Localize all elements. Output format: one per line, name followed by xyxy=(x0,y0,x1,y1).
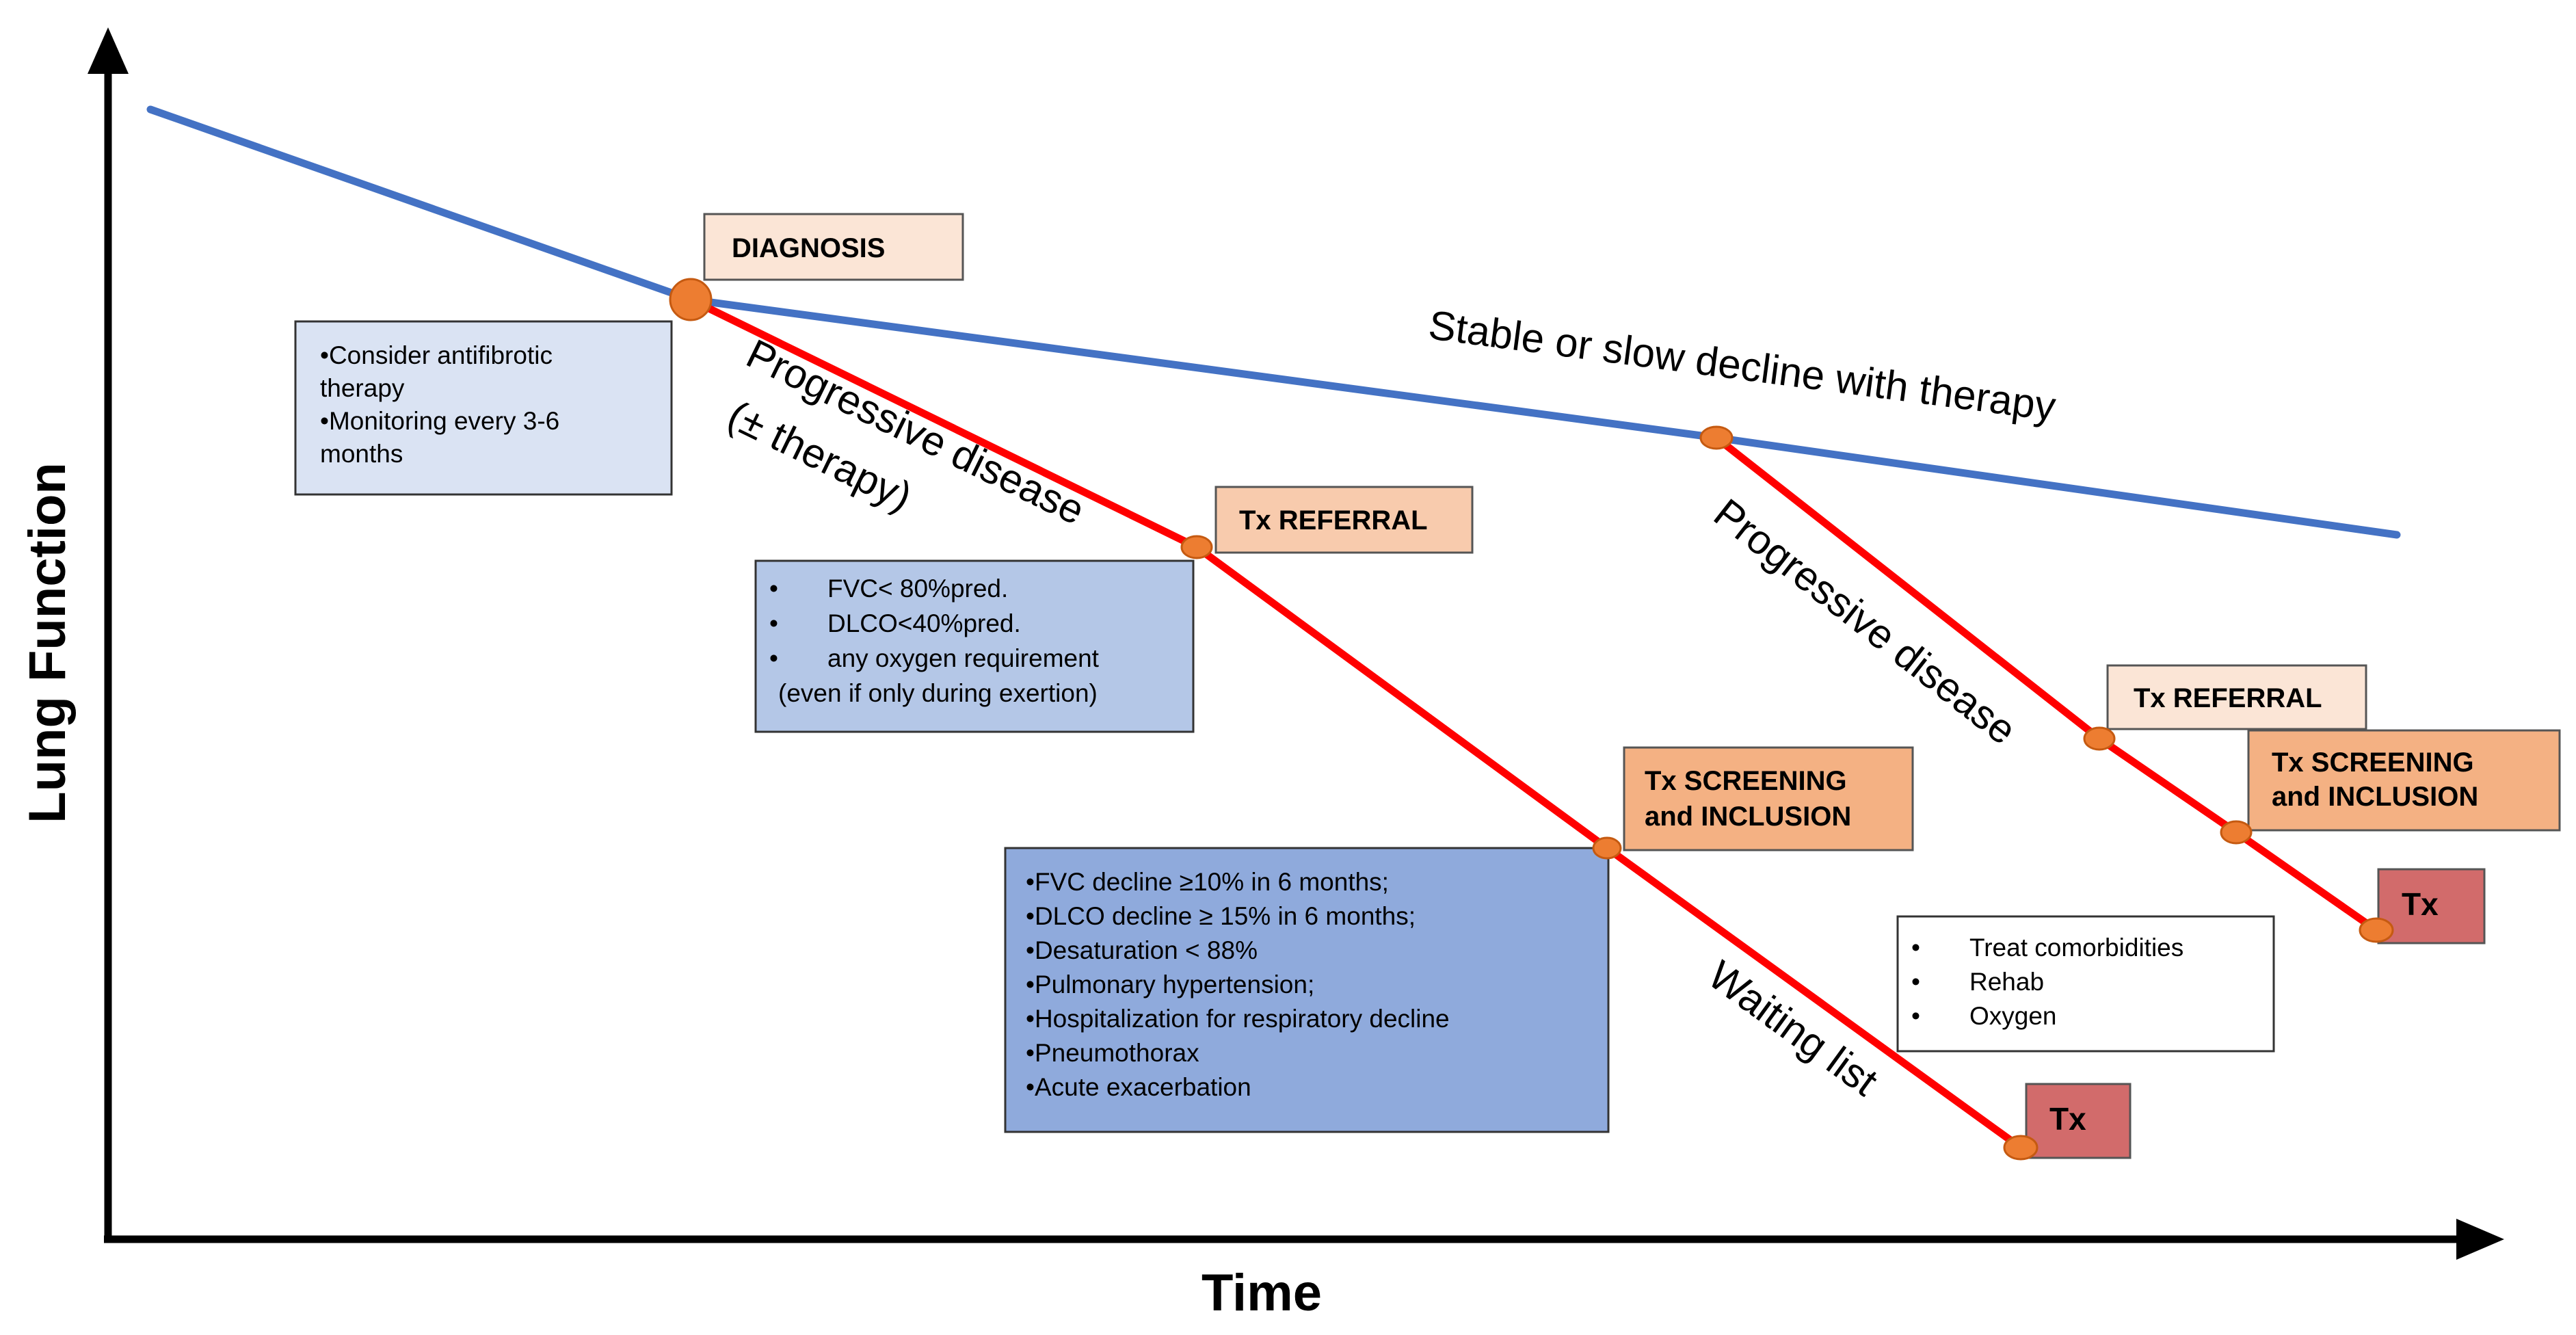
referral-criteria-line: FVC< 80%pred. xyxy=(827,574,1008,603)
y-axis-arrowhead xyxy=(88,27,129,74)
tx-box-1 xyxy=(2025,1083,2132,1159)
supportive-care-box xyxy=(1896,915,2275,1053)
referral-criteria-bullet: • xyxy=(769,609,778,637)
diagnosis-actions-box xyxy=(294,320,673,496)
axes: Lung Function Time xyxy=(18,27,2504,1322)
progression-onset-dot xyxy=(1699,425,1734,450)
note-boxes: •Consider antifibrotic therapy •Monitori… xyxy=(294,320,2275,1133)
second-progressive-disease-label: Progressive disease xyxy=(1705,490,2025,753)
tx-screening-box-1 xyxy=(1623,746,1914,851)
screening-criteria-line: •Pneumothorax xyxy=(1026,1039,1199,1067)
supportive-care-bullet: • xyxy=(1911,1002,1920,1030)
tx-screening-label-1-line2: and INCLUSION xyxy=(1645,802,1851,832)
referral-criteria-line: DLCO<40%pred. xyxy=(827,609,1021,637)
screening-criteria-line: •Pulmonary hypertension; xyxy=(1026,970,1314,999)
supportive-care-bullet: • xyxy=(1911,934,1920,962)
screening-criteria-line: •FVC decline ≥10% in 6 months; xyxy=(1026,868,1389,896)
second-progressive-disease-line xyxy=(1712,434,2380,934)
diagnosis-dot xyxy=(669,278,713,321)
tx-label-1: Tx xyxy=(2049,1101,2086,1137)
tx-screening-label-1-line1: Tx SCREENING xyxy=(1645,766,1847,796)
curves xyxy=(146,105,2401,1152)
screening-criteria-line: •Acute exacerbation xyxy=(1026,1073,1251,1101)
tx-screening-label-2-line2: and INCLUSION xyxy=(2272,782,2478,812)
tx-referral-label-2: Tx REFERRAL xyxy=(2134,683,2322,713)
supportive-care-line: Oxygen xyxy=(1969,1002,2057,1030)
tx-dot-2 xyxy=(2359,917,2394,943)
diagnosis-action-line: •Consider antifibrotic xyxy=(320,341,553,369)
x-axis-label: Time xyxy=(1201,1264,1322,1322)
referral-dot-1 xyxy=(1180,535,1213,559)
screening-dot-2 xyxy=(2220,820,2253,845)
referral-criteria-line: any oxygen requirement xyxy=(827,644,1100,672)
referral-criteria-bullet: • xyxy=(769,574,778,603)
screening-criteria-line: •Desaturation < 88% xyxy=(1026,936,1258,964)
referral-criteria-box xyxy=(754,559,1195,733)
supportive-care-line: Treat comorbidities xyxy=(1969,934,2183,962)
tx-dot-1 xyxy=(2003,1135,2039,1161)
referral-dot-2 xyxy=(2083,726,2116,751)
stable-decline-line xyxy=(146,105,2401,539)
screening-criteria-line: •DLCO decline ≥ 15% in 6 months; xyxy=(1026,902,1416,930)
diagnosis-action-line: therapy xyxy=(320,374,405,402)
supportive-care-bullet: • xyxy=(1911,968,1920,996)
tx-referral-box-2 xyxy=(2106,664,2367,730)
tx-screening-label-2-line1: Tx SCREENING xyxy=(2272,748,2474,778)
tx-label-2: Tx xyxy=(2402,886,2439,922)
supportive-care-line: Rehab xyxy=(1969,968,2044,996)
screening-criteria-line: •Hospitalization for respiratory decline xyxy=(1026,1005,1450,1033)
diagnosis-label: DIAGNOSIS xyxy=(732,233,885,263)
screening-dot-1 xyxy=(1592,836,1622,860)
milestone-boxes: DIAGNOSIS Tx REFERRAL Tx SCREENING and I… xyxy=(703,213,2561,1159)
y-axis-label: Lung Function xyxy=(18,462,77,823)
tx-box-2 xyxy=(2377,868,2486,944)
diagnosis-action-line: months xyxy=(320,440,403,468)
x-axis-arrowhead xyxy=(2456,1219,2504,1260)
milestone-dots xyxy=(669,278,2394,1161)
diagnosis-action-line: •Monitoring every 3-6 xyxy=(320,407,559,435)
progressive-disease-line xyxy=(687,295,2025,1152)
diagnosis-box xyxy=(703,213,964,281)
tx-screening-box-2 xyxy=(2247,729,2561,832)
referral-criteria-line: (even if only during exertion) xyxy=(778,679,1098,707)
tx-referral-box-1 xyxy=(1214,486,1474,554)
referral-criteria-bullet: • xyxy=(769,644,778,672)
screening-criteria-box xyxy=(1004,847,1610,1133)
tx-referral-label-1: Tx REFERRAL xyxy=(1239,505,1428,536)
